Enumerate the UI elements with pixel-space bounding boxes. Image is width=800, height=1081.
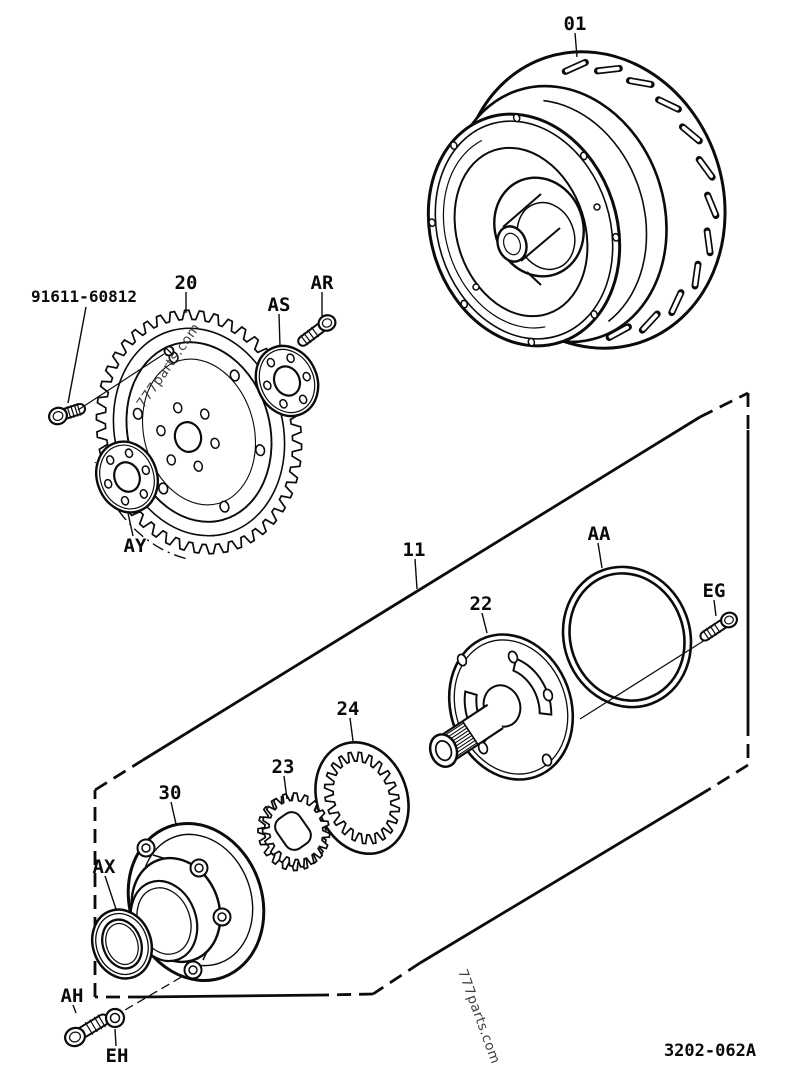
- torque-converter-drawing: [426, 50, 727, 350]
- callout-01: 01: [564, 13, 587, 35]
- bolt-ah-drawing: [64, 1013, 110, 1048]
- bolt-ah: [64, 1013, 110, 1048]
- flywheel-center-bolt-holes: [156, 402, 220, 472]
- washer-eh-drawing: [104, 1007, 126, 1029]
- callout-eh: EH: [106, 1045, 129, 1067]
- pump-body-drawing: [126, 822, 266, 982]
- assembly-plane-outline: [93, 391, 750, 999]
- o-ring-aa-drawing: [561, 565, 693, 709]
- pump-body-bolt-lugs: [136, 838, 232, 980]
- callout-eg: EG: [703, 580, 726, 602]
- callout-22: 22: [470, 593, 493, 615]
- flywheel-face-holes: [132, 351, 266, 513]
- pump-hub-splined-shaft: [428, 703, 504, 768]
- screw-eg-drawing: [699, 611, 739, 642]
- bolt-ar-drawing: [297, 314, 337, 347]
- callout-23: 23: [272, 756, 295, 778]
- watermark-lower: 777parts.com: [454, 967, 503, 1066]
- converter-vent-slots: [561, 58, 720, 341]
- converter-hub: [493, 176, 585, 286]
- document-number: 3202-062A: [664, 1041, 756, 1061]
- plate-ay-drawing: [95, 440, 159, 514]
- callout-24: 24: [337, 698, 360, 720]
- callout-ar: AR: [311, 272, 334, 294]
- callout-as: AS: [268, 294, 291, 316]
- pump-ring-gear-drawing: [314, 740, 410, 856]
- oil-seal-drawing: [90, 908, 154, 980]
- callout-20: 20: [175, 272, 198, 294]
- screw-eg: [699, 611, 739, 642]
- plate-as-drawing: [254, 344, 320, 418]
- callout-labels: 01 20 91611-60812 AS AR AY 11 22 AA EG 2…: [31, 13, 756, 1067]
- callout-ax: AX: [93, 856, 116, 878]
- pump-drive-gear-drawing: [257, 792, 331, 872]
- callout-leader-lines: [67, 32, 717, 1047]
- flywheel-balance-bolt: [48, 402, 87, 426]
- callout-ay: AY: [124, 535, 147, 557]
- pump-hub-bolt-holes: [456, 650, 554, 767]
- callout-part-number: 91611-60812: [31, 287, 137, 306]
- callout-11: 11: [403, 539, 426, 561]
- converter-rim-bolt-holes: [428, 113, 620, 347]
- part-number-bolt: [48, 402, 87, 426]
- callout-ah: AH: [61, 985, 84, 1007]
- bolt-ar: [297, 314, 337, 347]
- callout-30: 30: [159, 782, 182, 804]
- pump-hub-drawing: [428, 633, 575, 781]
- callout-aa: AA: [588, 523, 611, 545]
